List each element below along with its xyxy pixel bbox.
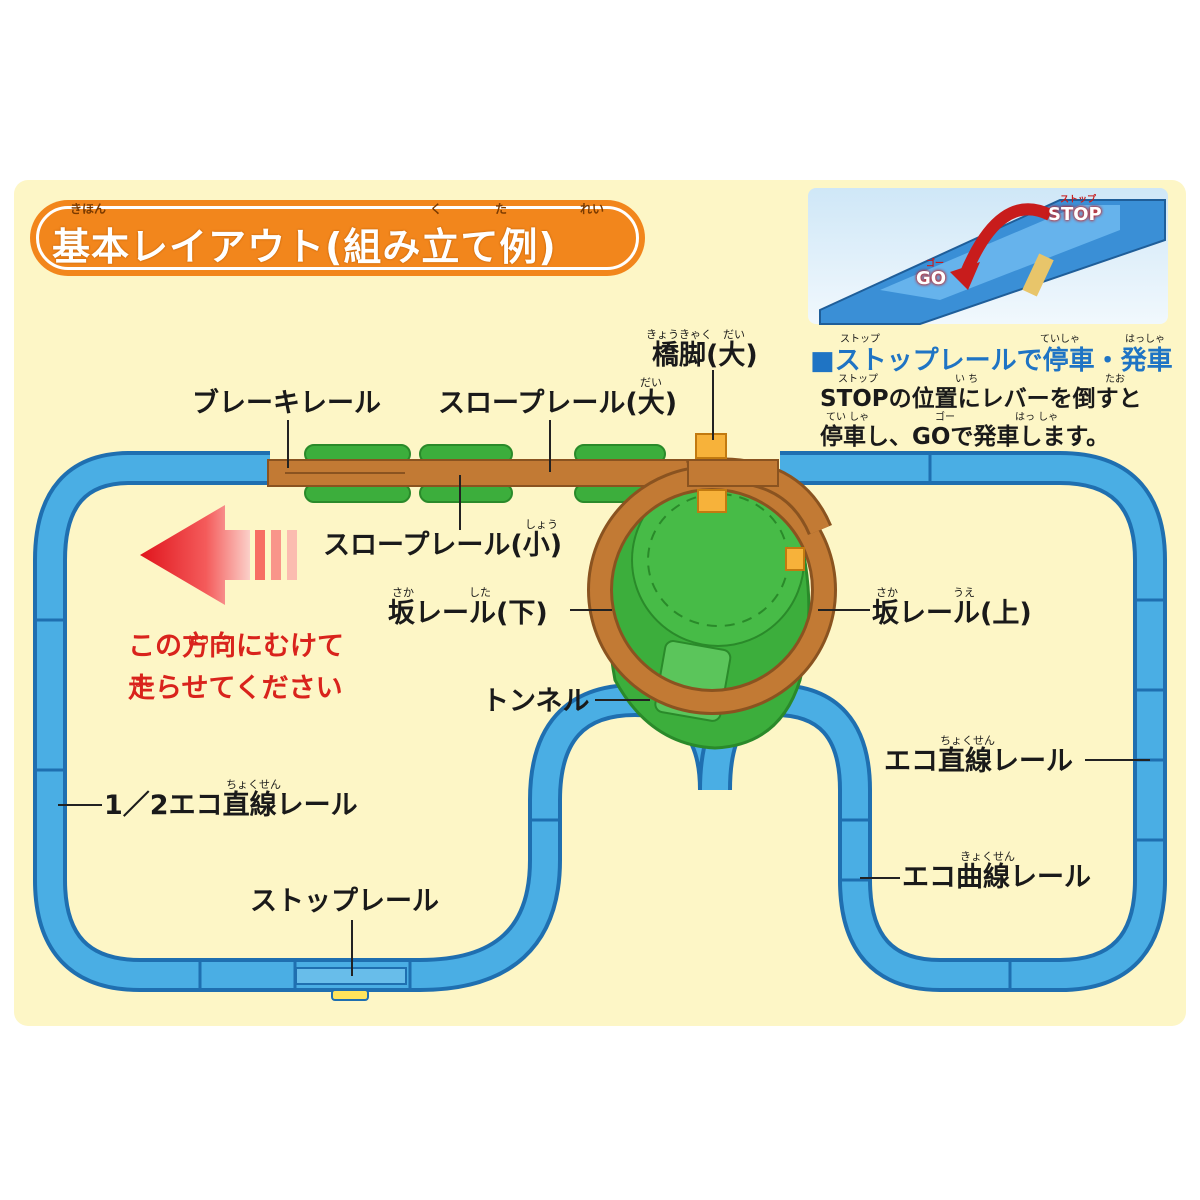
stop-info-body: STOPの位置にレバーを倒すと 停車し、GOで発車します。 <box>820 380 1142 456</box>
direction-instruction: ほうこう この方向にむけて はし 走らせてください <box>128 626 344 710</box>
stop-info-ruby-ichi: い ち <box>955 374 979 385</box>
label-pier-large-ruby: きょうきゃく だい <box>646 328 745 341</box>
title-ruby-ta: た <box>495 202 508 216</box>
direction-ruby-hashi: はし <box>132 676 154 689</box>
direction-arrow <box>140 505 297 605</box>
stop-info-ruby-tao: たお <box>1105 374 1125 385</box>
inset-go-label: GO <box>916 268 947 289</box>
label-half-eco-straight: 1／2エコ直線レール <box>104 790 358 821</box>
title-ruby-kihon: きほん <box>70 202 107 216</box>
label-eco-curve: エコ曲線レール <box>902 862 1091 893</box>
label-pier-large: 橋脚(大) <box>652 340 758 371</box>
stop-info-body-line1: STOPの位置にレバーを倒すと <box>820 386 1142 412</box>
stop-info-heading: ■ストップレールで停車・発車 <box>810 346 1173 376</box>
label-tunnel: トンネル <box>482 686 590 717</box>
label-eco-curve-ruby: きょくせん <box>960 850 1015 863</box>
stop-rail-inset <box>808 188 1168 325</box>
title-ruby-rei: れい <box>580 202 605 216</box>
stop-info-ruby-teisha2: てい しゃ <box>826 412 870 423</box>
stop-info-body-line2: 停車し、GOで発車します。 <box>820 424 1110 450</box>
stop-info-ruby-go: ゴー <box>935 412 955 423</box>
title-ruby-ku: く <box>430 202 443 216</box>
label-eco-straight: エコ直線レール <box>884 746 1073 777</box>
inset-go-ruby: ゴー <box>926 259 945 269</box>
label-slope-small: スロープレール(小) <box>323 530 563 561</box>
direction-line-2: 走らせてください <box>128 673 343 704</box>
stop-info-ruby-hassha2: はっ しゃ <box>1015 412 1059 423</box>
direction-line-1: この方向にむけて <box>128 631 344 662</box>
trees <box>304 444 666 503</box>
stop-info-ruby-stop: ストップ <box>840 334 880 345</box>
label-half-eco-straight-ruby: ちょくせん <box>226 778 281 791</box>
label-slope-large-ruby: だい <box>640 376 662 389</box>
label-stop-rail: ストップレール <box>250 886 439 917</box>
label-slope-up: 坂レール(上) <box>872 598 1032 629</box>
inset-stop-ruby: ストップ <box>1060 195 1097 205</box>
inset-stop-label: STOP <box>1048 204 1102 225</box>
stop-info-ruby-hassha: はっしゃ <box>1125 334 1165 345</box>
page-title: 基本レイアウト(組み立て例) <box>52 225 557 269</box>
leader-lines <box>58 370 1150 976</box>
piers <box>695 433 805 571</box>
title-banner <box>30 200 645 276</box>
label-slope-up-ruby: さか うえ <box>876 586 975 599</box>
title-banner-border <box>36 206 639 270</box>
label-slope-large: スロープレール(大) <box>438 388 678 419</box>
stop-info-ruby-teisha: ていしゃ <box>1040 334 1080 345</box>
label-slope-small-ruby: しょう <box>525 518 558 531</box>
label-eco-straight-ruby: ちょくせん <box>940 734 995 747</box>
stop-info-ruby-stop2: ストップ <box>838 374 878 385</box>
spiral-track <box>587 457 837 715</box>
upper-brown-track <box>267 459 689 487</box>
label-slope-down-ruby: さか した <box>392 586 491 599</box>
label-brake-rail: ブレーキレール <box>192 388 381 419</box>
label-slope-down: 坂レール(下) <box>388 598 548 629</box>
direction-ruby-houkou: ほうこう <box>188 634 232 647</box>
